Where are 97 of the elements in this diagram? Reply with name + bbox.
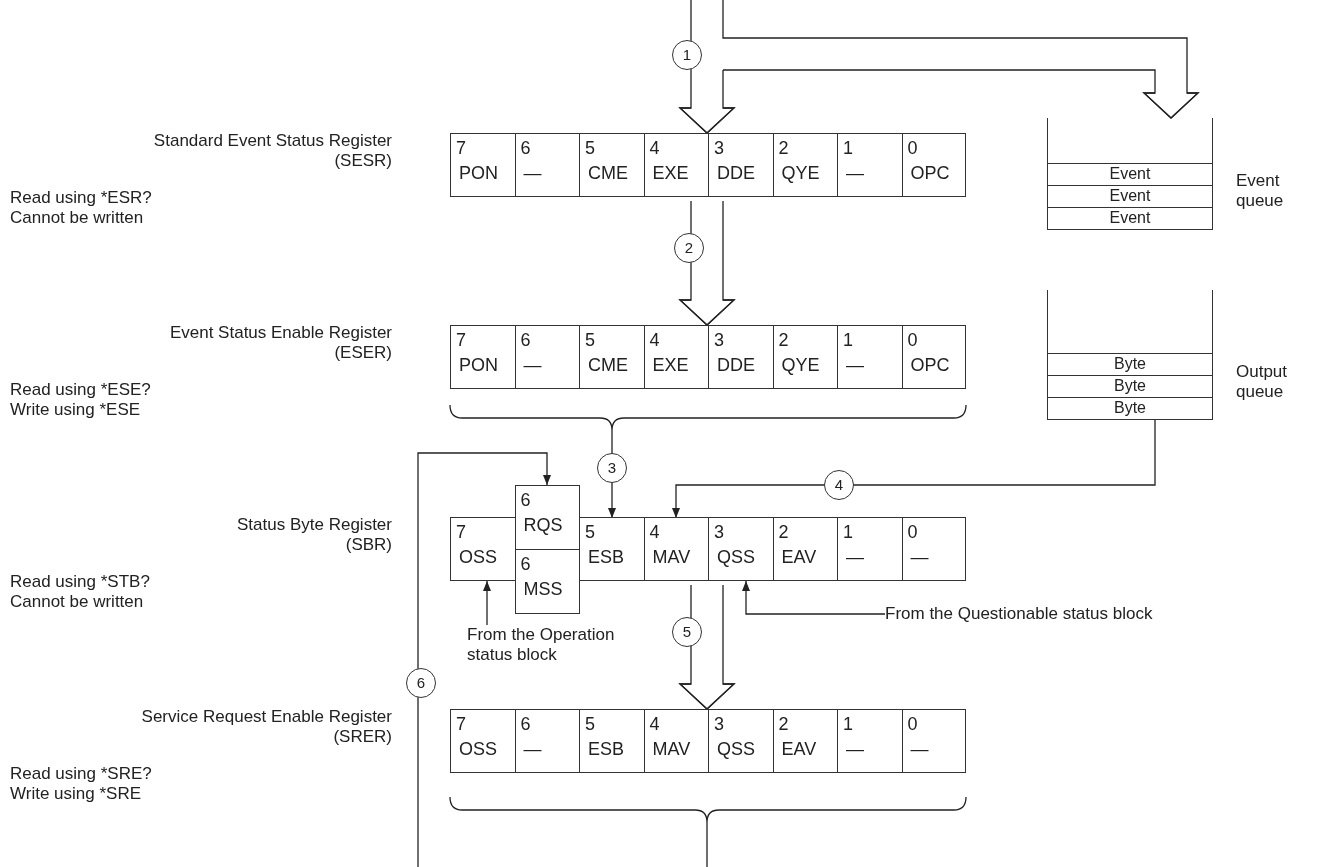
queue-frame [1047,290,1213,420]
bit-label: ESB [588,547,625,567]
bit-number: 0 [907,522,918,542]
bit-label: PON [459,355,498,375]
bit-label: MAV [652,739,691,759]
bit-label: — [846,163,864,183]
broad-arrow [722,0,1200,119]
bit-number: 0 [907,138,918,158]
bit-number: 1 [843,522,853,542]
source-note: From the Operation status block [467,625,657,669]
bit-label: ESB [588,739,625,759]
bit-number: 3 [714,522,724,542]
step-number: 6 [406,668,436,698]
bit-label: — [523,355,542,375]
bit-label: — [910,739,929,759]
broad-arrow [678,584,736,710]
arrow [483,580,491,626]
access-note: Read using *ESE? Write using *ESE [10,380,152,420]
step-number: 1 [672,40,702,70]
bit-number: 1 [843,138,853,158]
register-frame [450,133,966,197]
source-note: From the Questionable status block [885,604,1185,626]
bit-label: OSS [459,739,497,759]
bit-number: 5 [585,522,595,542]
bit-label: DDE [717,355,755,375]
step-number: 2 [674,233,704,263]
broad-arrow [678,200,736,326]
bit-number: 4 [649,330,660,350]
bit-label: QSS [717,739,755,759]
arrow [417,452,551,867]
bit-number: 3 [714,714,724,734]
bit-number: 4 [649,522,660,542]
queue-label: Event queue [1236,171,1285,211]
arrow [742,580,886,615]
access-note: Read using *ESR? Cannot be written [10,188,153,228]
bit-number: 7 [456,138,466,158]
bit-number: 1 [843,330,853,350]
step-number: 3 [597,453,627,483]
bit-label: PON [459,163,498,183]
bit-number: 4 [649,138,660,158]
bit-label: — [523,163,542,183]
bit-label: MSS [523,579,563,599]
bit-number: 2 [778,330,789,350]
register-name: Service Request Enable Register (SRER) [140,707,392,747]
bit-label: EAV [781,739,817,759]
register-frame [450,325,966,389]
bit-label: — [523,739,542,759]
register-name: Status Byte Register (SBR) [236,515,392,555]
bit-number: 1 [843,714,853,734]
step-number: 5 [672,617,702,647]
step-number: 4 [824,470,854,500]
bit-label: — [910,547,929,567]
bit-number: 6 [520,714,531,734]
bit-number: 2 [778,714,789,734]
bit-number: 2 [778,138,789,158]
bit-label: EXE [652,355,689,375]
bit-number: 5 [585,714,595,734]
bit-label: — [846,739,864,759]
arrow [672,419,1156,519]
access-note: Read using *STB? Cannot be written [10,572,151,612]
bit-number: 4 [649,714,660,734]
bit-number: 3 [714,330,724,350]
bit-number: 6 [520,490,531,510]
bit-label: DDE [717,163,755,183]
bit-number: 6 [520,138,531,158]
bit-label: EXE [652,163,689,183]
bit-number: 7 [456,714,466,734]
bit-number: 5 [585,330,595,350]
bit-label: EAV [781,547,817,567]
bit-number: 0 [907,714,918,734]
bit-label: OSS [459,547,497,567]
bit-label: — [846,355,864,375]
bit-label: QSS [717,547,755,567]
brace-arrow [449,404,967,519]
bit-number: 7 [456,330,466,350]
bit-label: CME [588,163,628,183]
register-frame [450,709,966,773]
bit-number: 3 [714,138,724,158]
bit-label: RQS [523,515,563,535]
bit-number: 0 [907,330,918,350]
bit-label: QYE [781,355,820,375]
bit-label: OPC [910,355,950,375]
bit-label: CME [588,355,628,375]
queue-frame [1047,118,1213,229]
bit-label: MAV [652,547,691,567]
bit-label: — [846,547,864,567]
register-name: Event Status Enable Register (ESER) [168,323,392,363]
bit-number: 2 [778,522,789,542]
bit-number: 6 [520,330,531,350]
access-note: Read using *SRE? Write using *SRE [10,764,153,804]
bit-label: QYE [781,163,820,183]
register-name: Standard Event Status Register (SESR) [152,131,392,171]
bit-number: 7 [456,522,466,542]
queue-label: Output queue [1236,362,1289,402]
bit-number: 6 [520,554,531,574]
bit-label: OPC [910,163,950,183]
bit-number: 5 [585,138,595,158]
